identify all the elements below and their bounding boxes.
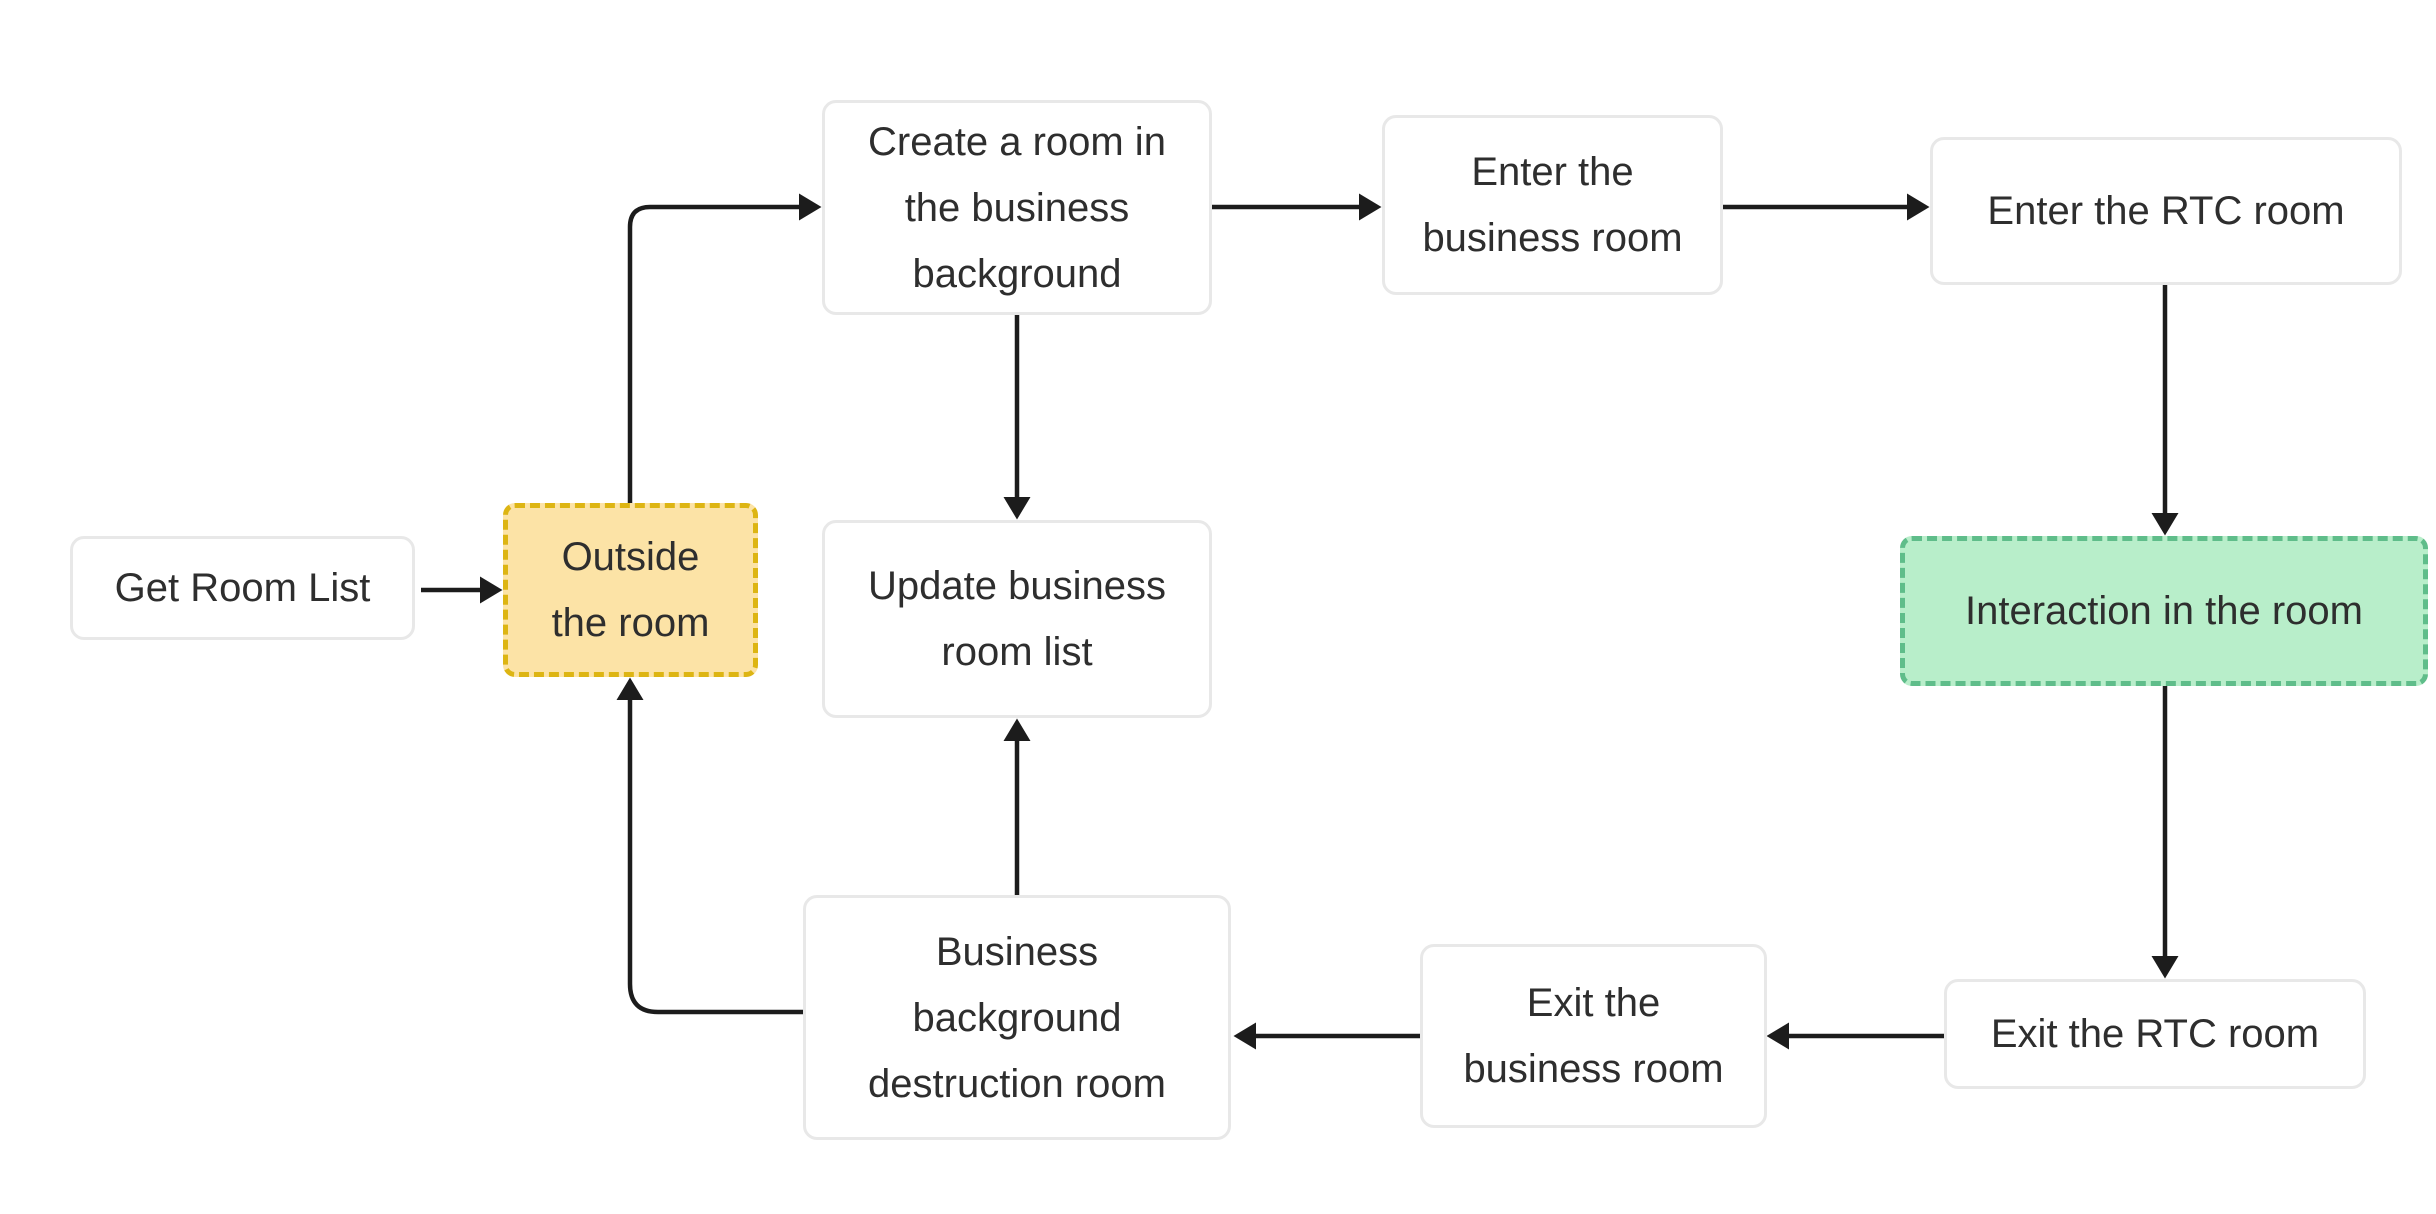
edge-outside-room-to-create-room	[627, 193, 822, 503]
node-outside-the-room: Outside the room	[503, 503, 758, 677]
node-enter-rtc-room-label: Enter the RTC room	[1987, 189, 2345, 233]
node-create-room-business-background-label: Create a room in the business background	[868, 119, 1166, 296]
node-exit-business-room: Exit the business room	[1420, 944, 1767, 1128]
node-exit-business-room-label: Exit the business room	[1463, 981, 1724, 1091]
node-business-background-destruction-room-label: Business background destruction room	[868, 929, 1166, 1106]
node-update-business-room-list-label: Update business room list	[868, 564, 1166, 674]
node-enter-rtc-room: Enter the RTC room	[1930, 137, 2402, 285]
node-exit-rtc-room-label: Exit the RTC room	[1990, 1012, 2320, 1056]
node-create-room-business-background: Create a room in the business background	[822, 100, 1212, 315]
edge-destruction-room-to-outside-room	[616, 677, 803, 1015]
node-get-room-list: Get Room List	[70, 536, 415, 640]
node-outside-the-room-label: Outside the room	[551, 535, 710, 645]
node-enter-business-room: Enter the business room	[1382, 115, 1723, 295]
node-interaction-in-room-label: Interaction in the room	[1965, 589, 2363, 633]
node-business-background-destruction-room: Business background destruction room	[803, 895, 1231, 1140]
node-interaction-in-room: Interaction in the room	[1900, 536, 2428, 686]
node-update-business-room-list: Update business room list	[822, 520, 1212, 718]
node-exit-rtc-room: Exit the RTC room	[1944, 979, 2366, 1089]
node-enter-business-room-label: Enter the business room	[1422, 150, 1683, 260]
node-get-room-list-label: Get Room List	[114, 566, 371, 610]
